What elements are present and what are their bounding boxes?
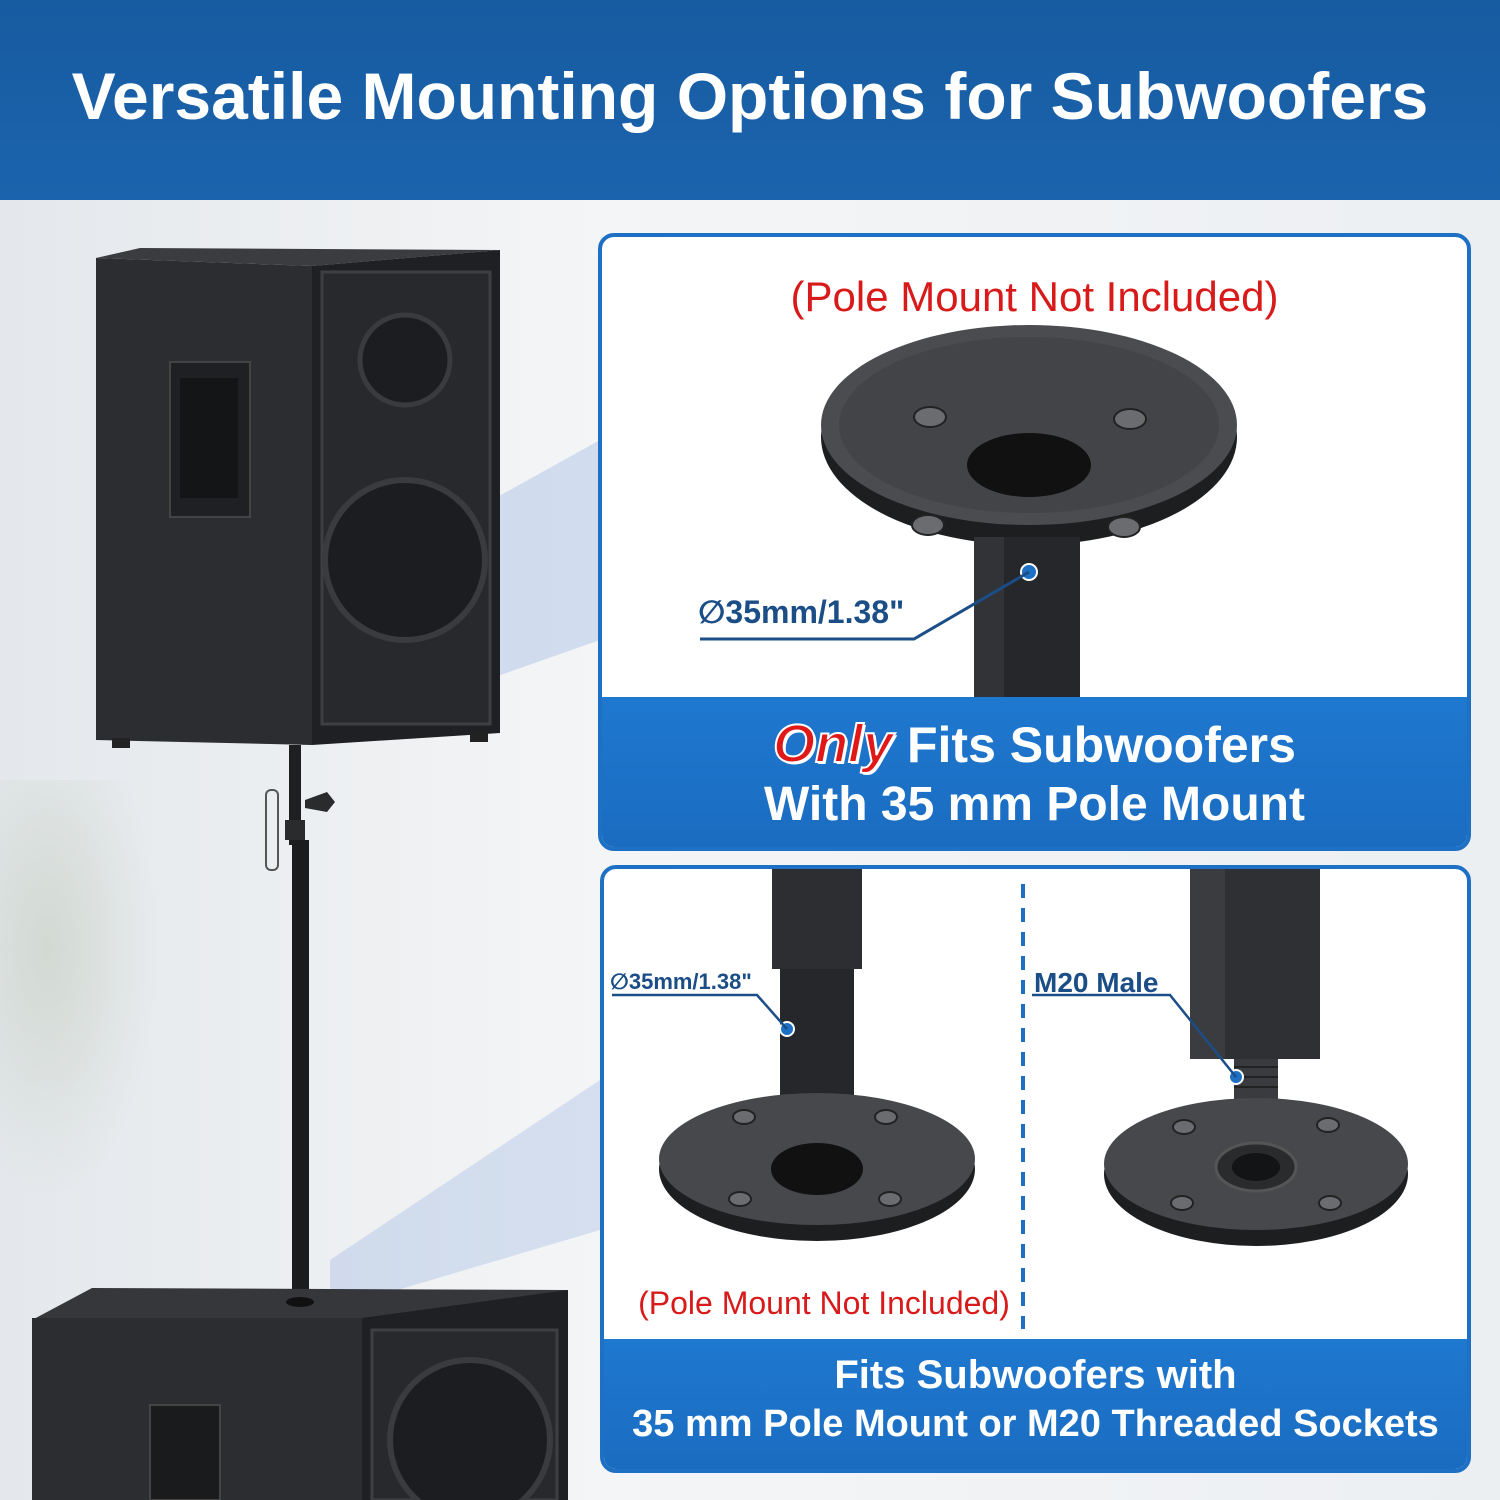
pole-mount-image [612, 869, 975, 1241]
stand-pole [265, 745, 335, 1300]
pole-mount-panel: (Pole Mount Not Included) ∅35mm/1.38" On… [598, 233, 1471, 851]
plant-decoration [0, 780, 160, 1200]
left-pole-diameter-label: ∅35mm/1.38" [610, 969, 752, 994]
band-line-1-text: Fits Subwoofers [907, 717, 1296, 773]
band-line-2: With 35 mm Pole Mount [764, 778, 1305, 831]
m20-male-label: M20 Male [1034, 967, 1159, 998]
only-highlight: Only [772, 713, 894, 775]
not-included-note: (Pole Mount Not Included) [638, 1285, 1010, 1321]
not-included-note: (Pole Mount Not Included) [790, 273, 1279, 320]
pole-diameter-label: ∅35mm/1.38" [698, 594, 905, 630]
band-line-1: Fits Subwoofers with [834, 1353, 1237, 1397]
subwoofer-image [32, 1288, 568, 1500]
compatibility-band: Only Fits Subwoofers With 35 mm Pole Mou… [602, 697, 1467, 847]
threaded-mount-image [1032, 869, 1408, 1246]
page-title: Versatile Mounting Options for Subwoofer… [71, 59, 1429, 133]
speaker-image [96, 248, 500, 748]
header-banner: Versatile Mounting Options for Subwoofer… [0, 0, 1500, 200]
band-line-1: Only Fits Subwoofers [602, 713, 1467, 775]
mount-options-panel: ∅35mm/1.38" M20 Male (Pole Mount Not Inc… [600, 865, 1471, 1473]
compatibility-band: Fits Subwoofers with 35 mm Pole Mount or… [604, 1339, 1467, 1469]
callout-beam-bottom [330, 1080, 600, 1310]
mount-comparison-image [612, 869, 1408, 1329]
pole-mount-image [700, 325, 1237, 707]
band-line-2: 35 mm Pole Mount or M20 Threaded Sockets [632, 1403, 1439, 1445]
